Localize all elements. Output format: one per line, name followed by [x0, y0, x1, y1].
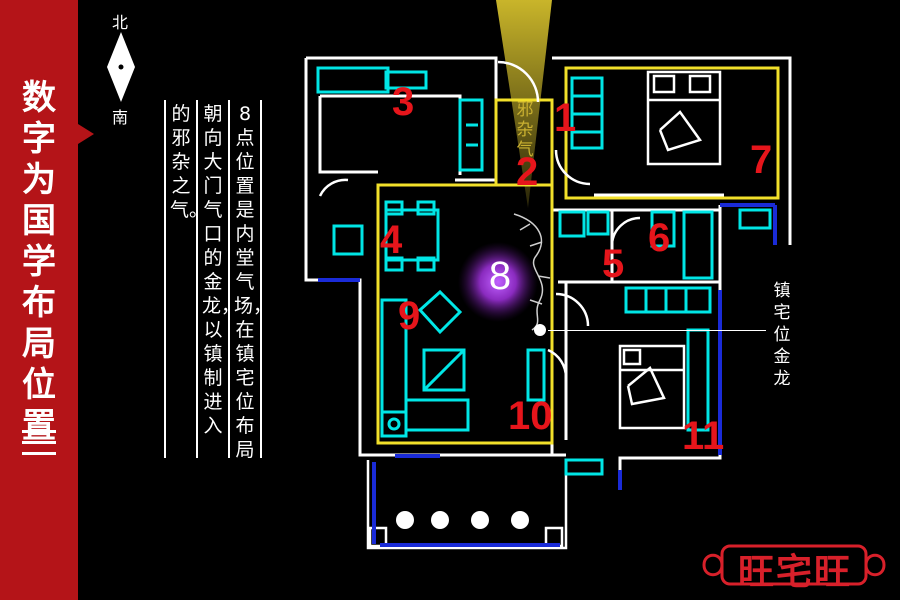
sidebar-title: 数字为国学布局位置	[22, 78, 56, 446]
dragon-icon	[513, 213, 551, 331]
room-number-6: 6	[648, 216, 671, 260]
dragon-annotation: 镇宅位金龙	[773, 281, 791, 389]
divider-line	[196, 100, 198, 458]
compass-north-label: 北	[112, 13, 129, 32]
sidebar-notch	[78, 124, 94, 144]
compass-icon	[107, 32, 135, 102]
room-number-8: 8	[488, 254, 512, 298]
dragon-position-marker	[534, 324, 546, 336]
room-number-2: 2	[516, 150, 539, 194]
divider-line	[228, 100, 230, 458]
evil-qi-label: 邪杂气	[516, 100, 534, 160]
divider-line	[260, 100, 262, 458]
room-number-7: 7	[750, 138, 773, 182]
brand-logo-text: 旺宅旺	[737, 551, 852, 593]
room-number-11: 11	[682, 414, 725, 458]
room-number-3: 3	[392, 80, 415, 124]
room-number-10: 10	[508, 394, 553, 438]
annotation-leader-line	[548, 330, 766, 331]
brand-logo	[702, 544, 886, 586]
sidebar-number-symbol	[18, 430, 60, 463]
room-number-5: 5	[602, 242, 625, 286]
room-number-9: 9	[398, 294, 421, 338]
qi-beam	[496, 0, 552, 208]
room-number-4: 4	[380, 218, 403, 262]
compass-south-label: 南	[112, 108, 129, 127]
divider-line	[164, 100, 166, 458]
center-glow	[458, 242, 538, 322]
sidebar	[0, 0, 78, 600]
description-col1: 8点位置是内堂气场，在镇宅位布局	[234, 103, 273, 461]
room-number-1: 1	[554, 96, 577, 140]
